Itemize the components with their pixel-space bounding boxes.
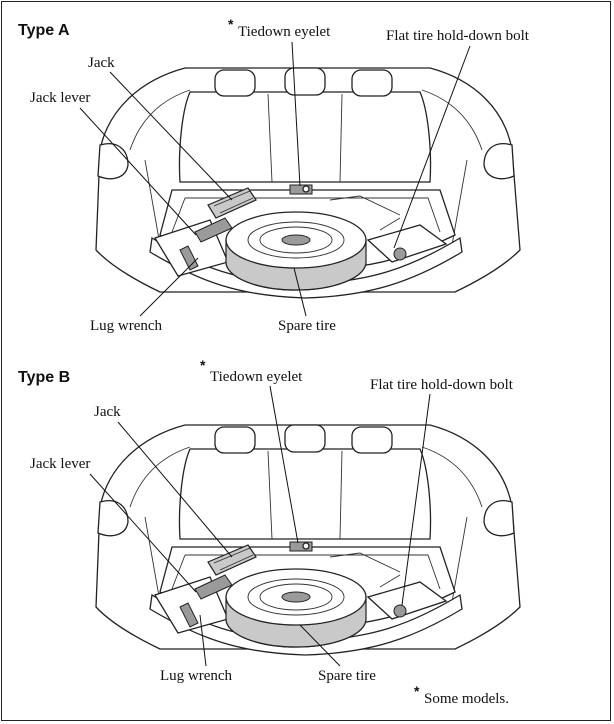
leader-bolt-a <box>393 45 471 249</box>
leader-tiedown-a <box>291 41 301 187</box>
leader-bolt-b <box>401 393 431 606</box>
label-jack-lever-a: Jack lever <box>30 90 90 106</box>
leader-tiedown-b <box>269 385 299 544</box>
cargo-illustration-b <box>95 424 521 656</box>
leader-jack-lever-a <box>79 107 197 236</box>
panel-b-title: Type B <box>18 369 70 386</box>
panel-b: Type B * Tiedown eyelet Flat tire hold-d… <box>18 357 521 684</box>
leader-spare-tire-a <box>293 267 307 317</box>
asterisk-mark: * <box>200 357 206 373</box>
leader-jack-lever-b <box>89 473 197 593</box>
label-flat-tire-bolt-a: Flat tire hold-down bolt <box>386 28 530 44</box>
label-flat-tire-bolt-b: Flat tire hold-down bolt <box>370 377 514 393</box>
footnote-asterisk: * <box>414 683 420 699</box>
label-jack-lever-b: Jack lever <box>30 456 90 472</box>
leader-lug-wrench-b <box>199 614 207 667</box>
leader-spare-tire-b <box>299 624 341 667</box>
asterisk-mark: * <box>228 16 234 32</box>
label-lug-wrench-b: Lug wrench <box>160 668 233 684</box>
cargo-illustration-a <box>95 67 521 299</box>
footnote-text: Some models. <box>424 691 509 707</box>
label-tiedown-eyelet-a: Tiedown eyelet <box>238 24 331 40</box>
label-spare-tire-b: Spare tire <box>318 668 376 684</box>
label-jack-a: Jack <box>88 55 115 71</box>
leader-jack-a <box>109 71 233 201</box>
label-tiedown-eyelet-b: Tiedown eyelet <box>210 369 303 385</box>
label-lug-wrench-a: Lug wrench <box>90 318 163 334</box>
panel-a: Type A * Tiedown eyelet Flat tire hold-d… <box>18 16 530 334</box>
leader-lug-wrench-a <box>139 257 199 317</box>
panel-a-title: Type A <box>18 22 70 39</box>
leader-jack-b <box>117 421 233 558</box>
label-spare-tire-a: Spare tire <box>278 318 336 334</box>
label-jack-b: Jack <box>94 404 121 420</box>
